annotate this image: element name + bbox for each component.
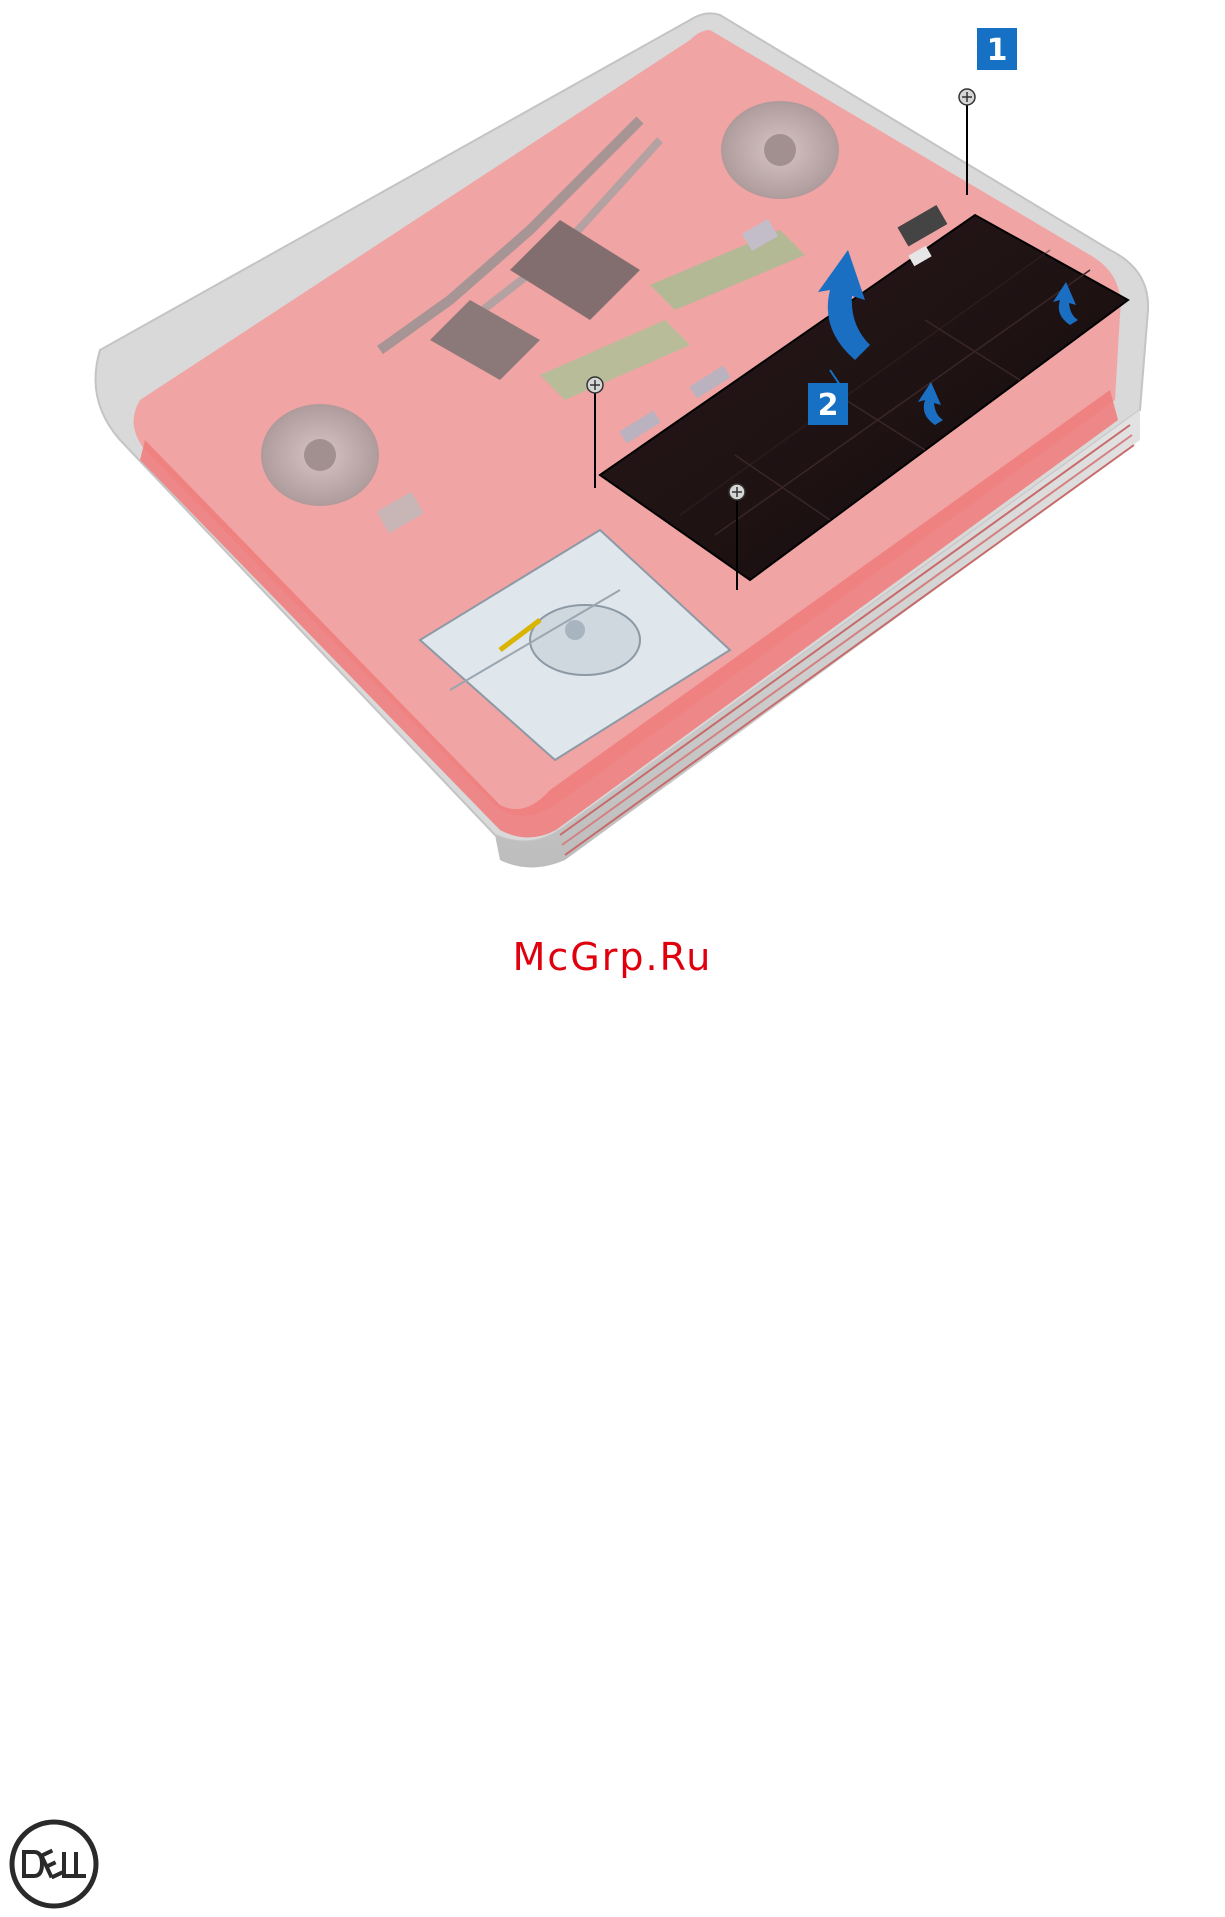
callout-1-label: 1	[987, 33, 1008, 68]
callout-1: 1	[977, 28, 1017, 70]
dell-logo-icon	[8, 1818, 100, 1910]
callout-2-label: 2	[818, 388, 839, 423]
watermark-text: McGrp.Ru	[0, 935, 1225, 979]
battery-removal-illustration: 1 2	[0, 0, 1225, 900]
